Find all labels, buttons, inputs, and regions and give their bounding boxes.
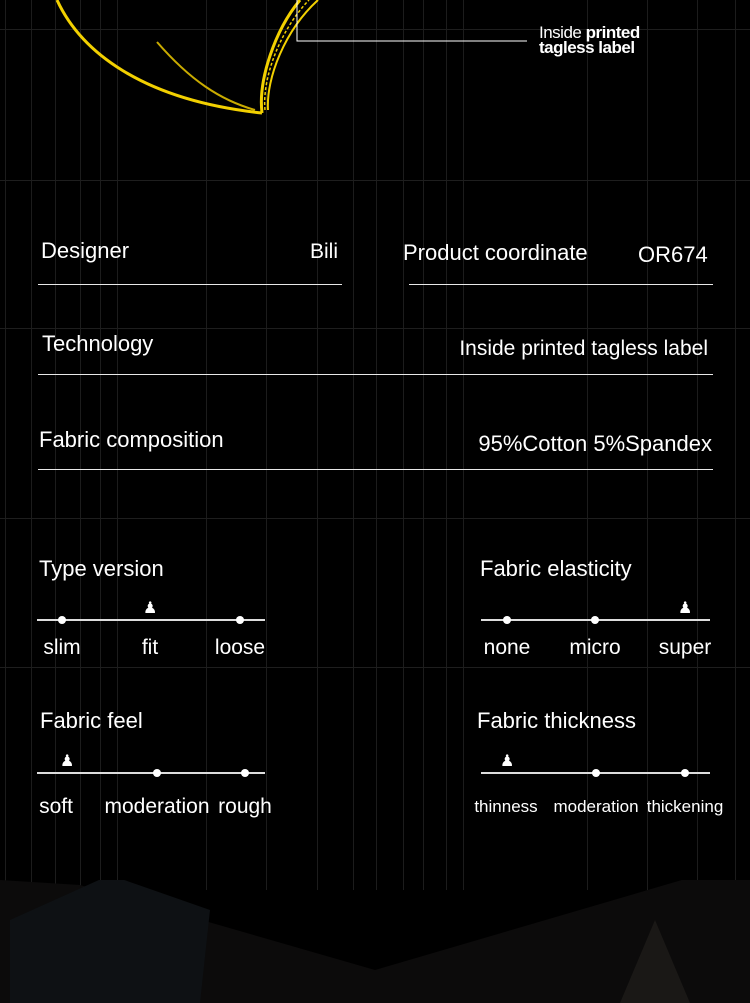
- person-marker-icon: ♟: [678, 600, 693, 617]
- fabric-label: Fabric composition: [39, 427, 224, 452]
- divider: [38, 374, 713, 375]
- scale-option: thinness: [474, 797, 538, 816]
- shirt-photo-edge: [0, 880, 750, 1003]
- scale-title: Fabric elasticity: [480, 556, 632, 581]
- scale-dot: [241, 769, 249, 777]
- scale-dot: [592, 769, 600, 777]
- person-marker-icon: ♟: [60, 753, 75, 770]
- divider: [38, 284, 342, 285]
- coordinate-label: Product coordinate: [403, 240, 588, 265]
- collar-illustration: [55, 0, 319, 115]
- callout-leader-line: [296, 0, 527, 42]
- scale-dot: [236, 616, 244, 624]
- scale-dot: [591, 616, 599, 624]
- designer-value: Bili: [310, 240, 339, 263]
- fabric-value: 95%Cotton 5%Spandex: [478, 431, 712, 456]
- scale-dot: [153, 769, 161, 777]
- callout-line2: tagless label: [539, 38, 635, 57]
- scale-option: super: [658, 636, 712, 659]
- scale-dot: [681, 769, 689, 777]
- scale-option: moderation: [104, 795, 210, 818]
- technology-value: Inside printed tagless label: [459, 337, 708, 360]
- coordinate-value: OR674: [638, 242, 708, 267]
- scale-option: slim: [43, 636, 81, 659]
- scale-option: rough: [218, 795, 272, 818]
- scale-option: thickening: [646, 797, 724, 816]
- scale-title: Type version: [39, 556, 164, 581]
- scale-title: Fabric feel: [40, 708, 143, 733]
- scale-option: soft: [39, 795, 73, 818]
- callout-bold: printed: [585, 23, 641, 42]
- divider: [38, 469, 713, 470]
- scale-title: Fabric thickness: [477, 708, 636, 733]
- scale-option: micro: [569, 636, 621, 659]
- technology-label: Technology: [42, 331, 154, 356]
- scale-option: none: [483, 636, 531, 659]
- callout-label: Inside printed tagless label: [539, 23, 641, 57]
- scale-option: loose: [214, 636, 266, 659]
- callout-light: Inside: [539, 23, 582, 42]
- scale-option: moderation: [553, 797, 639, 816]
- person-marker-icon: ♟: [143, 600, 158, 617]
- scale-track: [37, 619, 265, 621]
- person-marker-icon: ♟: [500, 753, 515, 770]
- scale-track: [37, 772, 265, 774]
- scale-dot: [58, 616, 66, 624]
- divider: [409, 284, 713, 285]
- scale-dot: [503, 616, 511, 624]
- scale-option: fit: [141, 636, 159, 659]
- designer-label: Designer: [41, 238, 130, 263]
